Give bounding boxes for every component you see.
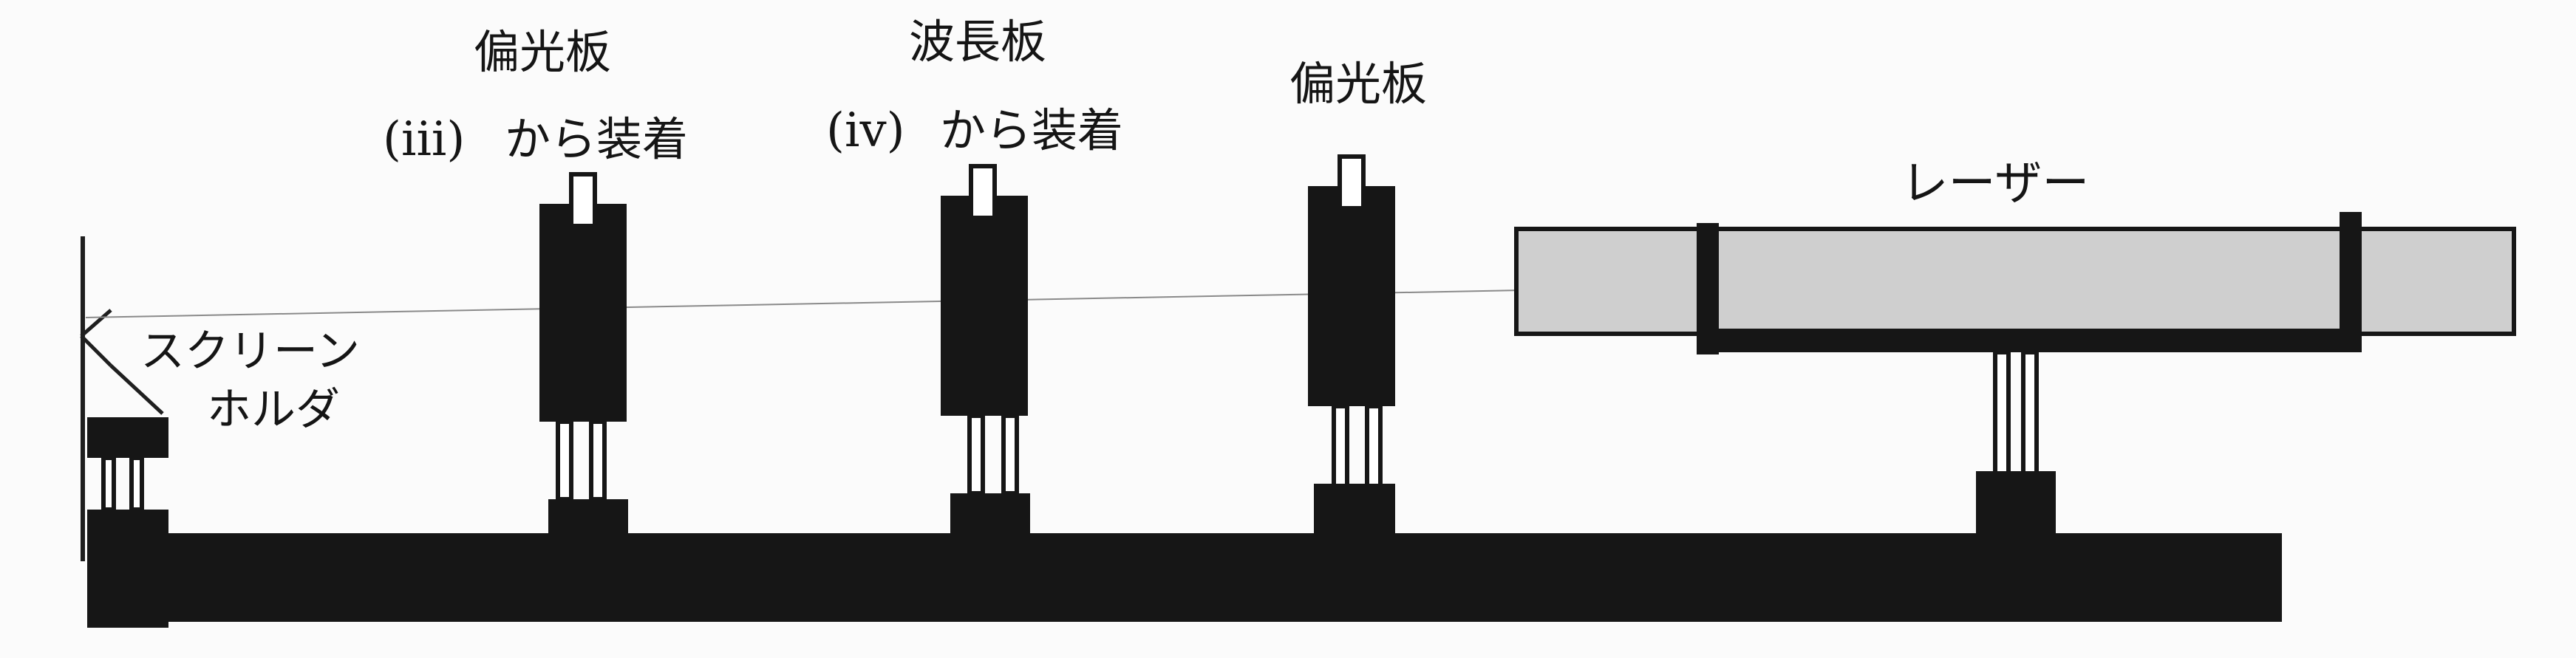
polarizer-right-base — [1314, 484, 1395, 561]
polarizer-iii-label: 偏光板 — [474, 25, 611, 79]
screen-holder-post-right — [129, 456, 144, 512]
screen-holder-diagonal — [109, 364, 164, 415]
waveplate-iv — [941, 164, 1030, 563]
screen-holder-arm-lower — [80, 335, 112, 367]
laser-ring-right — [2340, 212, 2362, 343]
polarizer-iii-post-right — [589, 419, 607, 501]
polarizer-right-top-tab — [1338, 154, 1366, 210]
waveplate-iv-post-left — [967, 414, 985, 496]
waveplate-iv-action-label: から装着 — [940, 103, 1123, 157]
screen-holder-post-left — [101, 456, 116, 512]
waveplate-iv-top-tab — [969, 164, 997, 220]
labels: 偏光板 (iii) から装着 波長板 (iv) から装着 偏光板 レーザー スク… — [140, 15, 2089, 436]
polarizer-right-post-left — [1332, 404, 1349, 490]
waveplate-iv-step-label: (iv) — [826, 103, 905, 158]
laser-post-right — [2021, 350, 2039, 480]
laser-base — [1976, 471, 2056, 545]
laser-label: レーザー — [1901, 157, 2090, 211]
laser-post-left — [1993, 350, 2011, 480]
screen-holder-arm-upper — [80, 309, 112, 337]
polarizer-right-body — [1308, 186, 1395, 406]
polarizer-right-label: 偏光板 — [1289, 57, 1427, 111]
polarizer-iii-action-label: から装着 — [505, 112, 688, 166]
optical-rail — [87, 533, 2282, 622]
polarizer-right — [1308, 154, 1395, 561]
laser-mount-bar — [1704, 329, 2362, 352]
polarizer-iii — [539, 172, 628, 569]
laser-beam — [85, 289, 1523, 318]
laser-tube — [1514, 227, 2516, 336]
screen-holder-label-line2: ホルダ — [207, 384, 340, 436]
polarizer-iii-body — [539, 204, 627, 422]
polarizer-iii-top-tab — [569, 172, 597, 228]
rail-end-block — [87, 510, 168, 628]
waveplate-iv-body — [941, 196, 1028, 416]
polarizer-right-post-right — [1365, 404, 1383, 490]
waveplate-iv-post-right — [1001, 414, 1019, 496]
polarizer-iii-post-left — [556, 419, 573, 501]
waveplate-iv-base — [950, 493, 1030, 563]
laser — [1514, 212, 2516, 545]
polarizer-iii-step-label: (iii) — [383, 112, 465, 167]
screen-holder — [80, 236, 168, 561]
waveplate-iv-label: 波長板 — [909, 15, 1046, 69]
screen-holder-label-line1: スクリーン — [140, 326, 360, 377]
screen-holder-clamp — [87, 417, 168, 458]
polarizer-iii-base — [548, 499, 628, 569]
